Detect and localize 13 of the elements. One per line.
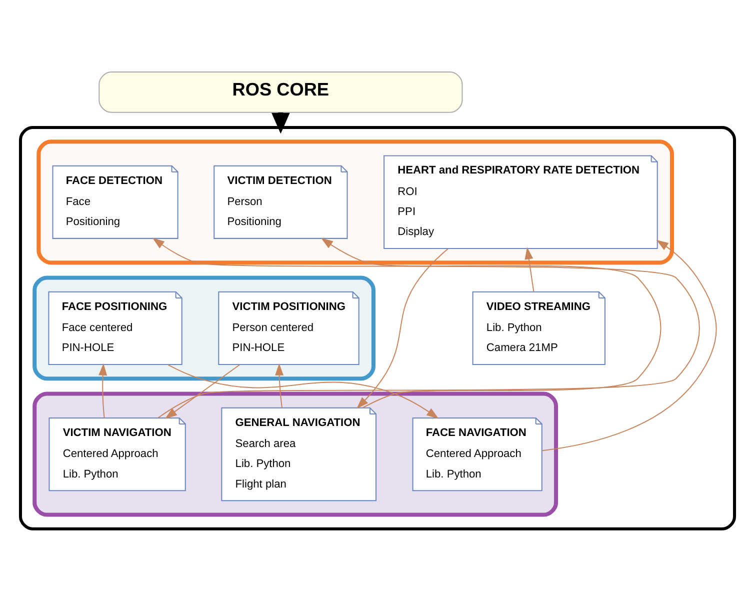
cluster [32, 391, 558, 516]
cluster [36, 139, 674, 264]
arrow [164, 364, 240, 418]
cluster [18, 126, 736, 530]
arrow [275, 362, 284, 408]
arrow [320, 237, 662, 408]
node-box: ROS CORE [98, 71, 463, 112]
arrow [524, 246, 534, 292]
arrow [356, 248, 449, 408]
arrow [98, 362, 108, 418]
cluster [32, 275, 376, 380]
arrow [152, 237, 700, 418]
arrow [542, 239, 717, 451]
